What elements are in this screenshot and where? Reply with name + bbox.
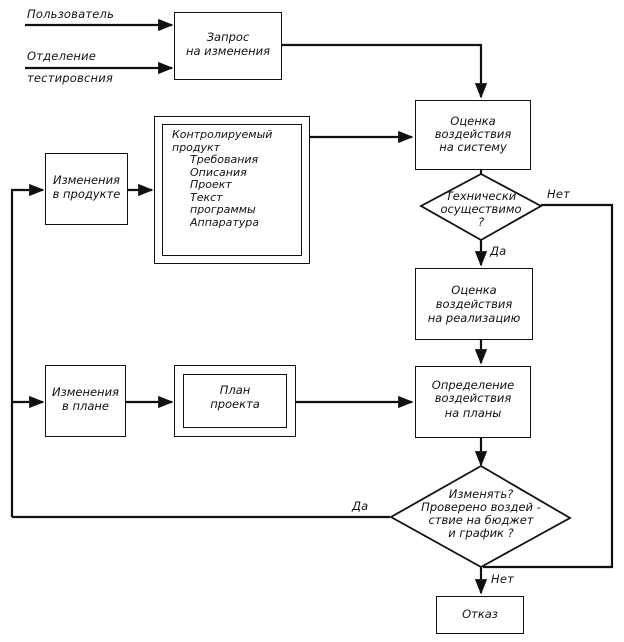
controlled-product-item: Текст [190, 190, 223, 204]
controlled-product-item: Описания [190, 165, 247, 179]
node-product-changes-line2: в продукте [52, 187, 121, 201]
node-plan-changes-line2: в плане [62, 399, 109, 413]
decision-feasible: Технически осуществимо ? [421, 190, 541, 229]
edge-feedback-to-product-changes [10, 183, 45, 517]
node-plan-impact: Определение воздействия на планы [415, 366, 531, 438]
input-user-label: Пользователь [27, 7, 115, 21]
controlled-product-item: программы [190, 203, 256, 216]
node-product-changes: Изменения в продукте [45, 153, 128, 225]
decision-feasible-shape [419, 172, 543, 242]
node-change-request: Запрос на изменения [174, 12, 282, 80]
node-system-impact-line2: воздействия [434, 127, 512, 141]
controlled-product-list: Контролируемый продукт Требования Описан… [172, 128, 273, 229]
controlled-product-item: Проект [190, 178, 232, 191]
node-plan-changes-line1: Изменения [52, 385, 119, 399]
node-controlled-product-inner-frame [162, 124, 302, 256]
node-product-changes-line1: Изменения [53, 173, 120, 187]
node-plan-impact-line2: воздействия [434, 391, 512, 405]
node-reject: Отказ [436, 596, 524, 634]
node-plan-impact-line1: Определение [431, 378, 515, 392]
node-system-impact-line3: на систему [439, 140, 507, 154]
node-change-request-line1: Запрос [206, 30, 250, 44]
node-project-plan-inner-frame [183, 374, 287, 428]
input-testing-label-line2: тестировсния [27, 71, 114, 85]
node-plan-impact-line3: на планы [444, 406, 502, 420]
edge-request-to-system-impact [282, 43, 488, 99]
node-implementation-impact-line2: воздействия [435, 297, 513, 311]
node-implementation-impact-line3: на реализацию [427, 311, 521, 325]
decision-change-shape [389, 464, 572, 569]
node-implementation-impact: Оценка воздействия на реализацию [415, 268, 533, 340]
edge-label-feasible-yes: Да [490, 244, 507, 258]
node-plan-changes: Изменения в плане [45, 365, 126, 437]
node-implementation-impact-line1: Оценка [451, 283, 497, 297]
decision-change-line1: Изменять? [448, 487, 514, 501]
node-controlled-product: Контролируемый продукт Требования Описан… [154, 116, 310, 264]
edge-label-change-yes: Да [352, 499, 369, 513]
node-change-request-line2: на изменения [185, 44, 271, 58]
node-reject-label: Отказ [462, 607, 498, 621]
node-project-plan: План проекта [174, 365, 296, 437]
input-testing-label-line1: Отделение [27, 49, 97, 63]
decision-change-line2: Проверено воздей - [421, 500, 541, 514]
decision-feasible-line2: осуществимо [440, 202, 522, 216]
decision-change: Изменять? Проверено воздей - ствие на бю… [411, 488, 551, 540]
node-project-plan-line2: проекта [210, 397, 260, 411]
decision-change-line3: ствие на бюджет [428, 513, 534, 527]
decision-change-line4: и график ? [448, 526, 514, 540]
controlled-product-item: Аппаратура [190, 215, 260, 229]
edge-feasible-no [483, 203, 614, 569]
node-system-impact-line1: Оценка [450, 114, 496, 128]
node-project-plan-line1: План [219, 383, 251, 397]
decision-feasible-line3: ? [477, 215, 485, 229]
edge-label-feasible-no: Нет [547, 187, 571, 201]
edge-label-change-no: Нет [491, 572, 515, 586]
controlled-product-title-line2: продукт [172, 140, 221, 154]
node-system-impact: Оценка воздействия на систему [415, 100, 531, 170]
decision-feasible-line1: Технически [445, 189, 517, 203]
controlled-product-item: Требования [190, 153, 259, 166]
controlled-product-title-line1: Контролируемый [172, 128, 273, 141]
